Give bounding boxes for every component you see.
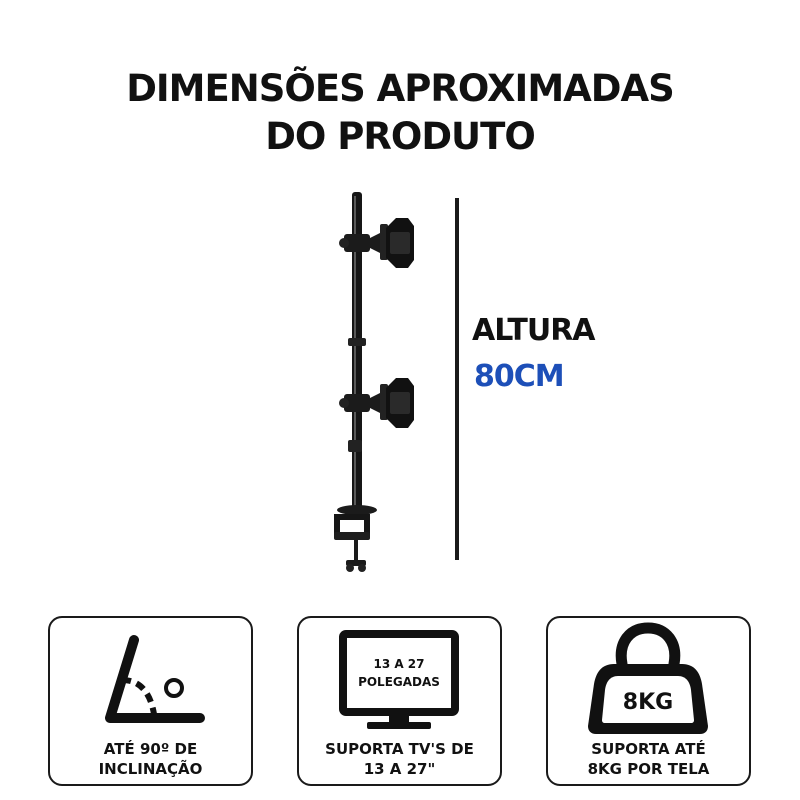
weight-icon: 8KG <box>588 622 708 734</box>
tilt-caption-line-1: ATÉ 90º DE <box>103 740 198 758</box>
feature-card-weight: 8KG SUPORTA ATÉ 8KG POR TELA <box>546 616 751 786</box>
screen-size-text-line-1: 13 A 27 <box>373 657 424 671</box>
monitor-icon: 13 A 27 POLEGADAS <box>339 630 459 729</box>
weight-caption-line-2: 8KG POR TELA <box>587 760 710 778</box>
screen-size-caption-line-2: 13 A 27" <box>363 760 436 778</box>
feature-card-tilt: ATÉ 90º DE INCLINAÇÃO <box>48 616 253 786</box>
tilt-angle-icon <box>105 635 205 723</box>
height-label: ALTURA <box>472 313 596 348</box>
screen-size-text-line-2: POLEGADAS <box>358 675 440 689</box>
screen-size-caption-line-1: SUPORTA TV'S DE <box>325 740 474 758</box>
weight-caption-line-1: SUPORTA ATÉ <box>591 740 706 758</box>
page-title-line-2: DO PRODUTO <box>265 115 536 158</box>
monitor-mount-image <box>334 192 414 572</box>
height-dimension-line <box>455 198 459 560</box>
upper-vesa-plate <box>339 218 414 268</box>
lower-vesa-plate <box>339 378 414 428</box>
tilt-caption-line-2: INCLINAÇÃO <box>98 760 203 778</box>
weight-value-text: 8KG <box>623 690 673 715</box>
feature-card-screen-size: 13 A 27 POLEGADAS SUPORTA TV'S DE 13 A 2… <box>297 616 502 786</box>
desk-clamp <box>334 514 370 572</box>
height-value: 80CM <box>474 359 565 394</box>
page-title-line-1: DIMENSÕES APROXIMADAS <box>126 67 675 110</box>
